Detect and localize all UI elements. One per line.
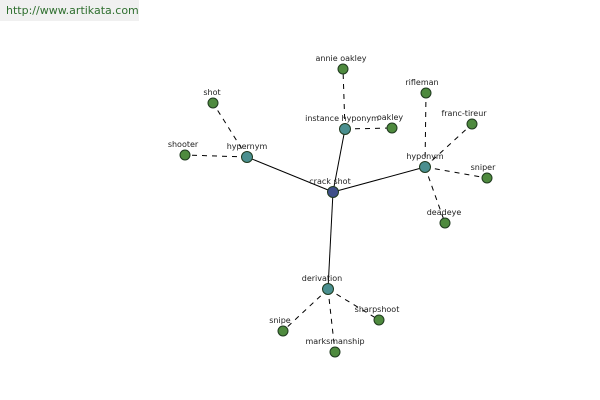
- node-shooter[interactable]: [179, 149, 191, 161]
- node-shot[interactable]: [207, 97, 219, 109]
- node-label-marksmanship: marksmanship: [305, 337, 364, 346]
- node-rifleman[interactable]: [420, 87, 432, 99]
- node-label-instance-hyponym: instance hyponym: [305, 114, 379, 123]
- node-label-shot: shot: [203, 88, 220, 97]
- edge-derivation-to-snipe: [282, 288, 329, 332]
- node-oakley[interactable]: [386, 122, 398, 134]
- edge-hypernym-to-shot: [212, 102, 248, 158]
- node-snipe[interactable]: [277, 325, 289, 337]
- node-crack-shot[interactable]: [327, 186, 339, 198]
- node-hyponym[interactable]: [419, 161, 431, 173]
- node-label-snipe: snipe: [269, 316, 291, 325]
- edge-crack-shot-to-instance-hyponym: [332, 128, 346, 193]
- node-label-annie-oakley: annie oakley: [315, 54, 366, 63]
- edge-hypernym-to-shooter: [184, 154, 248, 158]
- edge-hyponym-to-sniper: [424, 166, 488, 179]
- edge-crack-shot-to-derivation: [327, 191, 334, 290]
- labels-layer: crack shot hypernym instance hyponym hypony…: [168, 54, 496, 346]
- node-label-crack-shot: crack shot: [309, 177, 350, 186]
- node-label-shooter: shooter: [168, 140, 199, 149]
- edge-hyponym-to-rifleman: [424, 92, 427, 168]
- node-label-hypernym: hypernym: [227, 142, 268, 151]
- node-deadeye[interactable]: [439, 217, 451, 229]
- edge-hyponym-to-franc-tireur: [424, 123, 473, 168]
- node-instance-hyponym[interactable]: [339, 123, 351, 135]
- node-label-oakley: oakley: [377, 113, 404, 122]
- node-label-sharpshoot: sharpshoot: [355, 305, 400, 314]
- node-label-derivation: derivation: [302, 274, 342, 283]
- node-label-hyponym: hyponym: [406, 152, 444, 161]
- edge-derivation-to-marksmanship: [327, 288, 336, 353]
- node-hypernym[interactable]: [241, 151, 253, 163]
- edge-crack-shot-to-hypernym: [246, 156, 334, 193]
- node-label-sniper: sniper: [471, 163, 496, 172]
- node-franc-tireur[interactable]: [466, 118, 478, 130]
- nodes-layer: [179, 63, 493, 358]
- node-sniper[interactable]: [481, 172, 493, 184]
- node-derivation[interactable]: [322, 283, 334, 295]
- node-label-rifleman: rifleman: [405, 78, 438, 87]
- node-label-franc-tireur: franc-tireur: [441, 109, 487, 118]
- edges-layer: [184, 68, 488, 353]
- node-marksmanship[interactable]: [329, 346, 341, 358]
- node-annie-oakley[interactable]: [337, 63, 349, 75]
- site-url-link[interactable]: http://www.artikata.com: [0, 0, 139, 21]
- node-sharpshoot[interactable]: [373, 314, 385, 326]
- node-label-deadeye: deadeye: [427, 208, 462, 217]
- edge-instance-hyponym-to-annie-oakley: [342, 68, 346, 130]
- edge-instance-hyponym-to-oakley: [344, 127, 393, 130]
- edge-crack-shot-to-hyponym: [332, 166, 426, 193]
